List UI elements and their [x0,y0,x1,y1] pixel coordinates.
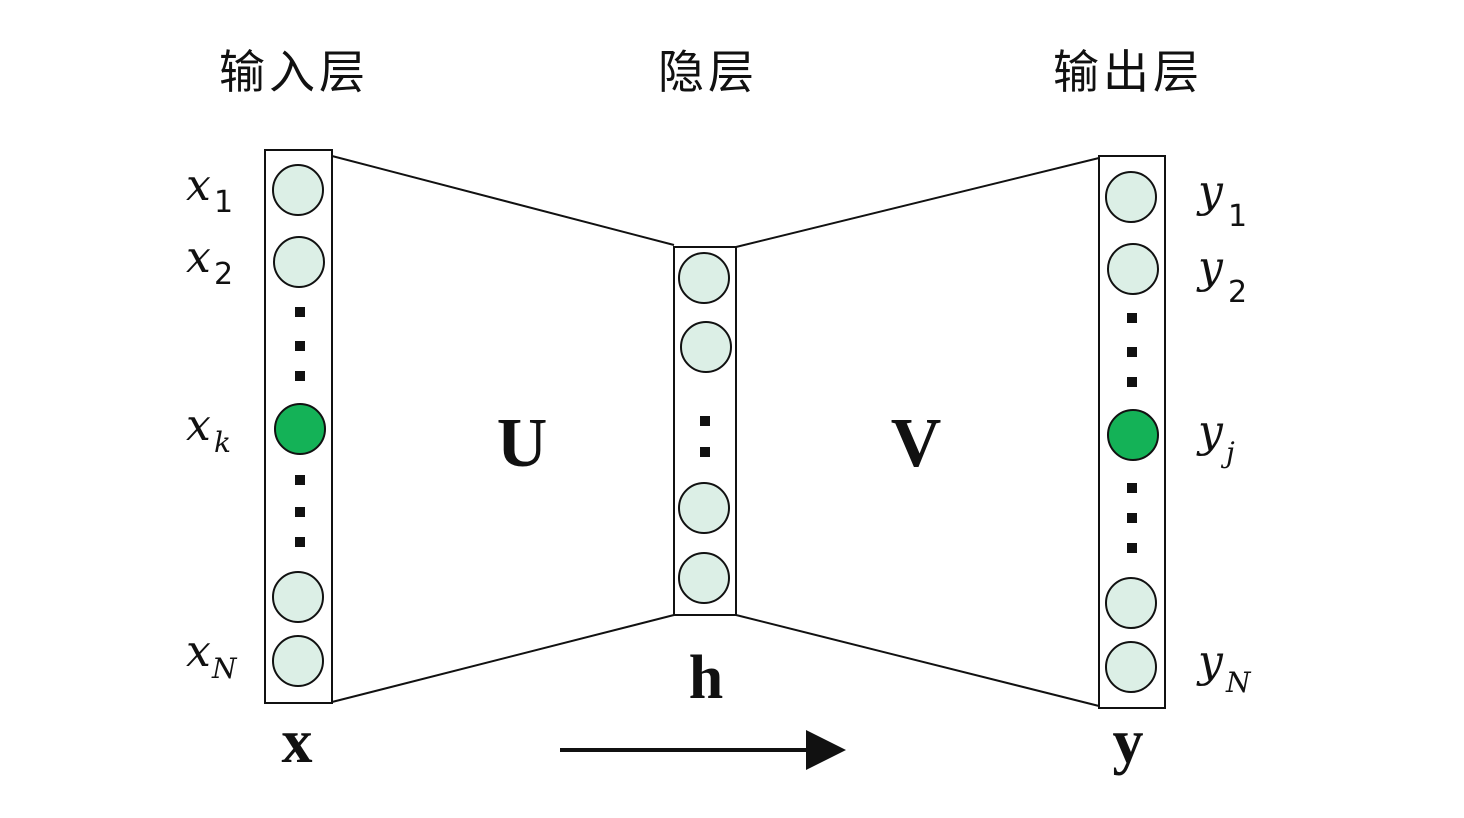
hidden-node [678,552,730,604]
weight-u-label: U [497,405,548,482]
svg-text:y: y [1196,636,1224,687]
input-node [272,571,324,623]
input-node [272,635,324,687]
output-vector-label: y [1113,708,1144,776]
ellipsis-dot [295,371,305,381]
svg-text:N: N [1225,666,1252,699]
weight-v-label: V [891,405,942,482]
ellipsis-dot [295,475,305,485]
svg-text:y: y [1196,242,1224,293]
output-label-2: y 2 [1196,242,1247,310]
input-node-active [274,403,326,455]
svg-text:2: 2 [1228,275,1247,310]
connector-input-top [331,155,675,246]
ellipsis-dot [295,307,305,317]
output-node [1105,641,1157,693]
ellipsis-dot [295,537,305,547]
svg-text:x: x [186,400,211,451]
svg-text:1: 1 [214,185,233,220]
svg-text:y: y [1196,406,1224,457]
svg-text:x: x [186,626,211,677]
connector-input-bottom [331,614,675,703]
ellipsis-dot [1127,347,1137,357]
ellipsis-dot [295,341,305,351]
svg-text:y: y [1196,166,1224,217]
connector-output-top [735,157,1100,248]
hidden-layer-title: 隐层 [658,45,758,99]
svg-text:2: 2 [214,257,233,292]
ellipsis-dot [1127,483,1137,493]
svg-text:x: x [186,232,211,283]
output-node [1105,577,1157,629]
ellipsis-dot [1127,543,1137,553]
output-node [1105,171,1157,223]
input-label-2: x 2 [186,232,233,292]
connector-output-bottom [735,614,1100,707]
input-node [273,236,325,288]
svg-text:x: x [186,160,211,211]
hidden-node [680,321,732,373]
output-node [1107,243,1159,295]
input-vector-label: x [282,708,313,776]
output-layer-title: 输出层 [1053,45,1203,99]
hidden-node [678,252,730,304]
input-layer-title: 输入层 [219,45,369,99]
ellipsis-dot [700,416,710,426]
hidden-node [678,482,730,534]
input-label-1: x 1 [186,160,233,220]
ellipsis-dot [1127,513,1137,523]
ellipsis-dot [295,507,305,517]
input-nodes [272,164,326,687]
svg-text:N: N [211,652,238,685]
output-label-j: y j [1196,406,1235,469]
svg-text:1: 1 [1228,199,1247,234]
output-label-1: y 1 [1196,166,1247,234]
input-node [272,164,324,216]
ellipsis-dot [1127,377,1137,387]
svg-text:k: k [214,426,231,459]
input-label-k: x k [186,400,231,459]
output-nodes [1105,171,1159,693]
input-label-n: x N [186,626,238,685]
ellipsis-dot [1127,313,1137,323]
hidden-nodes [678,252,732,604]
output-label-n: y N [1196,636,1252,699]
output-node-active [1107,409,1159,461]
hidden-vector-label: h [689,644,723,712]
ellipsis-dot [700,447,710,457]
